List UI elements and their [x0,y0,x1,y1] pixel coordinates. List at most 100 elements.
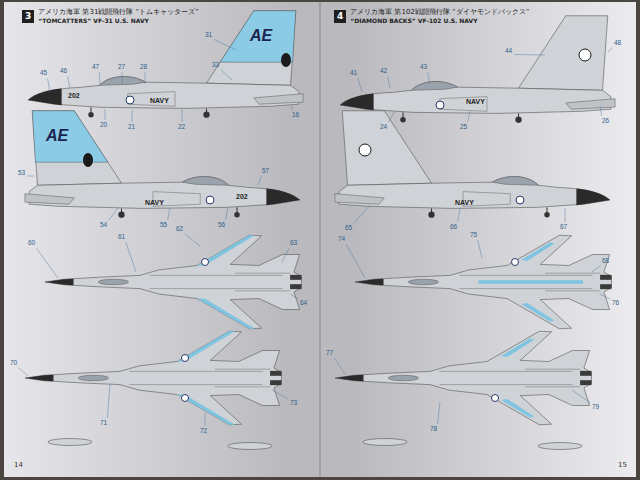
callout-number: 31 [205,32,212,39]
callout-number: 66 [450,224,457,231]
leader-line [478,240,482,258]
callout-number: 42 [380,68,387,75]
callout-number: 43 [420,64,427,71]
callout-number: 41 [350,70,357,77]
drop-tank [48,439,272,450]
leader-line [108,208,118,220]
leader-line [608,48,613,52]
leader-line [514,54,545,55]
callout-number: 53 [18,170,25,177]
callout-number: 24 [380,124,387,131]
callout-number: 55 [160,222,167,229]
side-view [25,111,300,218]
leader-line [354,205,370,224]
aircraft-marking: NAVY [150,97,169,104]
heading-column: アメリカ海軍 第102戦闘飛行隊 “ダイヤモンドバックス”“DIAMOND BA… [350,8,529,25]
leader-line [19,368,28,376]
aircraft-marking: NAVY [466,98,485,105]
callout-number: 57 [262,168,269,175]
leader-line [132,110,133,122]
callout-number: 27 [118,64,125,71]
leader-line [99,72,101,84]
leader-line [221,70,232,80]
callout-number: 75 [470,232,477,239]
callout-number: 46 [60,68,67,75]
leader-line [292,106,293,110]
leader-line [258,176,261,185]
leader-line [592,266,600,272]
leader-line [214,39,236,50]
heading-text: “TOMCATTERS” VF-31 U.S. NAVY [38,17,199,25]
leader-line [388,76,390,88]
callout-number: 45 [40,70,47,77]
drop-tank [363,439,582,450]
callout-number: 16 [292,112,299,119]
side-view [28,11,303,118]
section-heading: 4 アメリカ海軍 第102戦闘飛行隊 “ダイヤモンドバックス”“DIAMOND B… [334,8,529,25]
leader-line [346,244,365,278]
leader-line [468,111,470,122]
aircraft-marking: NAVY [455,199,474,206]
side-view [340,16,615,123]
leader-line [358,78,362,92]
callout-number: 79 [592,404,599,411]
top-view [355,235,612,329]
paper [4,2,636,477]
heading-column: アメリカ海軍 第31戦闘飛行隊 “トムキャッターズ”“TOMCATTERS” V… [38,8,199,25]
leader-line [565,208,566,222]
leader-line [458,208,460,222]
callout-number: 61 [118,234,125,241]
callout-number: 67 [560,224,567,231]
side-view [335,111,610,218]
leader-line [334,358,345,374]
leader-line [126,242,136,272]
callout-number: 56 [218,222,225,229]
bottom-view [25,331,282,425]
leader-line [600,106,602,116]
callout-number: 44 [505,48,512,55]
heading-text: “DIAMOND BACKS” VF-102 U.S. NAVY [350,17,529,25]
leader-line [105,109,106,120]
leader-line [282,248,289,262]
leader-line [388,111,395,122]
aircraft-marking: 202 [68,92,80,99]
aircraft-marking: 202 [236,193,248,200]
leader-line [272,390,288,399]
leader-line [600,294,610,299]
callout-number: 73 [290,400,297,407]
callout-number: 60 [28,240,35,247]
aircraft-marking: AE [46,128,68,144]
callout-number: 47 [92,64,99,71]
leader-line [48,78,50,92]
callout-number: 25 [460,124,467,131]
callout-number: 33 [212,62,219,69]
leader-line [226,207,228,220]
callout-number: 62 [176,226,183,233]
top-view [45,235,302,329]
callout-number: 71 [100,420,107,427]
leader-line [290,294,298,299]
leader-line [572,390,590,403]
section-number: 3 [22,10,34,23]
callout-number: 64 [300,300,307,307]
leader-line [428,72,430,84]
callout-number: 76 [612,300,619,307]
leader-line [122,73,123,85]
page-fold [319,2,320,477]
callout-number: 54 [100,222,107,229]
leader-line [36,248,58,278]
section-number: 4 [334,10,346,23]
callout-number: 22 [178,124,185,131]
leader-line [107,384,110,418]
callout-number: 26 [602,118,609,125]
callout-number: 48 [614,40,621,47]
leader-line [27,176,34,177]
aircraft-marking: NAVY [145,199,164,206]
leader-line [145,73,146,85]
callout-number: 21 [128,124,135,131]
callout-number: 63 [290,240,297,247]
